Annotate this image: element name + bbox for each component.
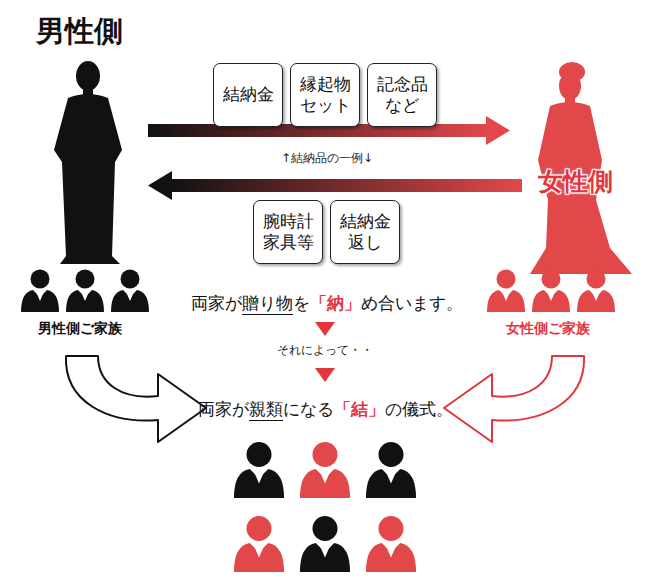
message-line: 両家が親類になる「結」の儀式。 (198, 398, 453, 421)
groom-heading: 男性側 (36, 14, 123, 49)
bride-family-icons (487, 270, 615, 313)
message-text: になる (283, 398, 334, 420)
gift-text: 縁起物 セット (297, 74, 353, 117)
gift-text: 腕時計 家具等 (260, 211, 316, 254)
message-text: 両家が (191, 292, 242, 314)
message-text: め合います。 (361, 292, 463, 314)
gift-text: 記念品 など (374, 74, 430, 117)
key-character: 「納」 (310, 292, 361, 314)
family-label: 女性側ご家族 (506, 320, 590, 337)
message-text: 両家が (198, 398, 249, 420)
example-note: ↑結納品の一例↓ (281, 151, 373, 165)
message-text: を (293, 292, 310, 314)
family-label: 男性側ご家族 (38, 320, 122, 337)
gift-arrow-left (148, 171, 522, 200)
gift-text: 結納金 (220, 84, 276, 105)
down-marker (315, 322, 335, 336)
key-character: 「結」 (334, 398, 385, 420)
gift-box: 腕時計 家具等 (253, 200, 323, 264)
gift-box: 縁起物 セット (290, 63, 360, 127)
gift-box: 結納金 返し (330, 200, 400, 264)
bride-heading: 女性側 (538, 167, 613, 197)
message-line: 両家が贈り物を「納」め合います。 (191, 292, 463, 315)
groom-silhouette (54, 61, 122, 264)
curved-arrow (66, 356, 206, 442)
united-family-icons (234, 442, 416, 572)
groom-family-icons (21, 270, 149, 313)
message-text: の儀式。 (385, 398, 453, 420)
curved-arrow (444, 356, 584, 442)
down-marker (315, 368, 335, 382)
gift-box: 記念品 など (367, 63, 437, 127)
gift-text: 結納金 返し (337, 211, 393, 254)
bride-silhouette (530, 62, 632, 274)
underlined-word: 親類 (249, 398, 283, 421)
connector-note: それによって・・ (277, 343, 373, 357)
gift-box: 結納金 (213, 63, 283, 127)
underlined-word: 贈り物 (242, 292, 293, 315)
